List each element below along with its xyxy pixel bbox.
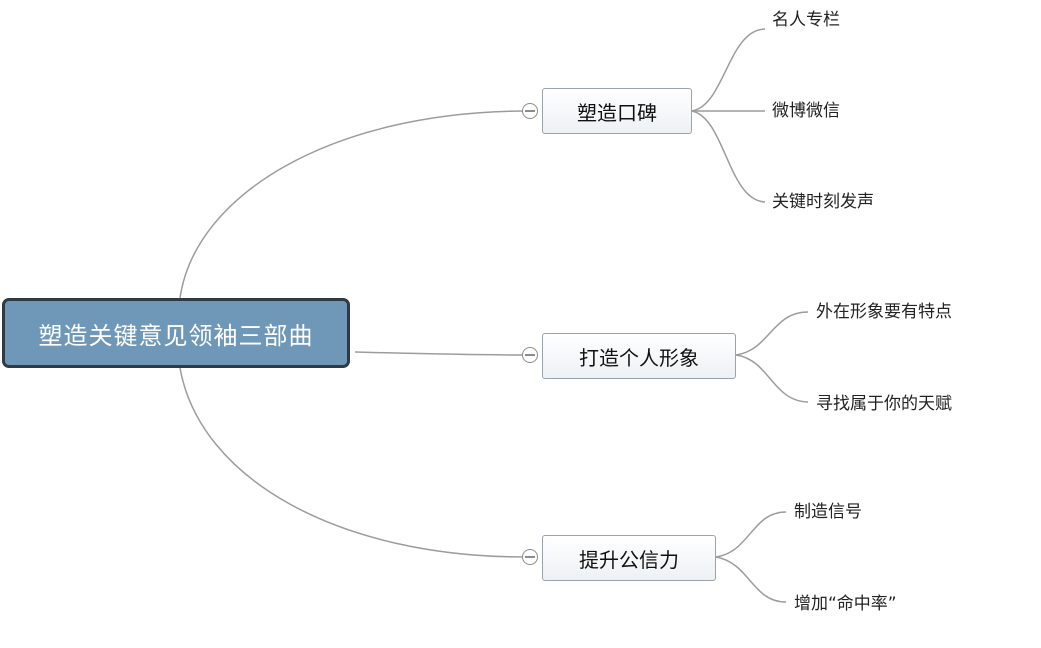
leaf-node[interactable]: 微博微信 [772,101,840,121]
connector-branch-1 [179,110,526,299]
connector-leaf-2-2 [735,354,809,403]
connector-leaf-2-1 [735,311,809,356]
collapse-toggle-branch-3[interactable] [522,549,538,565]
connector-leaf-3-1 [715,511,787,558]
leaf-node[interactable]: 增加“命中率” [794,594,897,614]
central-topic-label: 塑造关键意见领袖三部曲 [38,321,314,350]
leaf-node[interactable]: 制造信号 [794,502,862,522]
branch-node-1[interactable]: 塑造口碑 [542,88,692,134]
leaf-node[interactable]: 寻找属于你的天赋 [816,394,952,414]
central-topic[interactable]: 塑造关键意见领袖三部曲 [2,298,350,368]
leaf-node[interactable]: 外在形象要有特点 [816,302,952,322]
connector-leaf-1-3 [691,110,766,203]
branch-label: 打造个人形象 [579,345,699,370]
connector-branch-2 [354,351,526,356]
connector-branch-3 [179,367,526,558]
leaf-node[interactable]: 名人专栏 [772,10,840,30]
leaf-node[interactable]: 关键时刻发声 [772,192,874,212]
connector-leaf-1-1 [691,28,766,112]
connector-leaf-3-2 [715,556,787,603]
branch-label: 提升公信力 [579,547,679,572]
collapse-toggle-branch-1[interactable] [522,103,538,119]
branch-node-3[interactable]: 提升公信力 [542,535,716,581]
branch-node-2[interactable]: 打造个人形象 [542,333,736,379]
collapse-toggle-branch-2[interactable] [522,347,538,363]
branch-label: 塑造口碑 [577,100,657,125]
